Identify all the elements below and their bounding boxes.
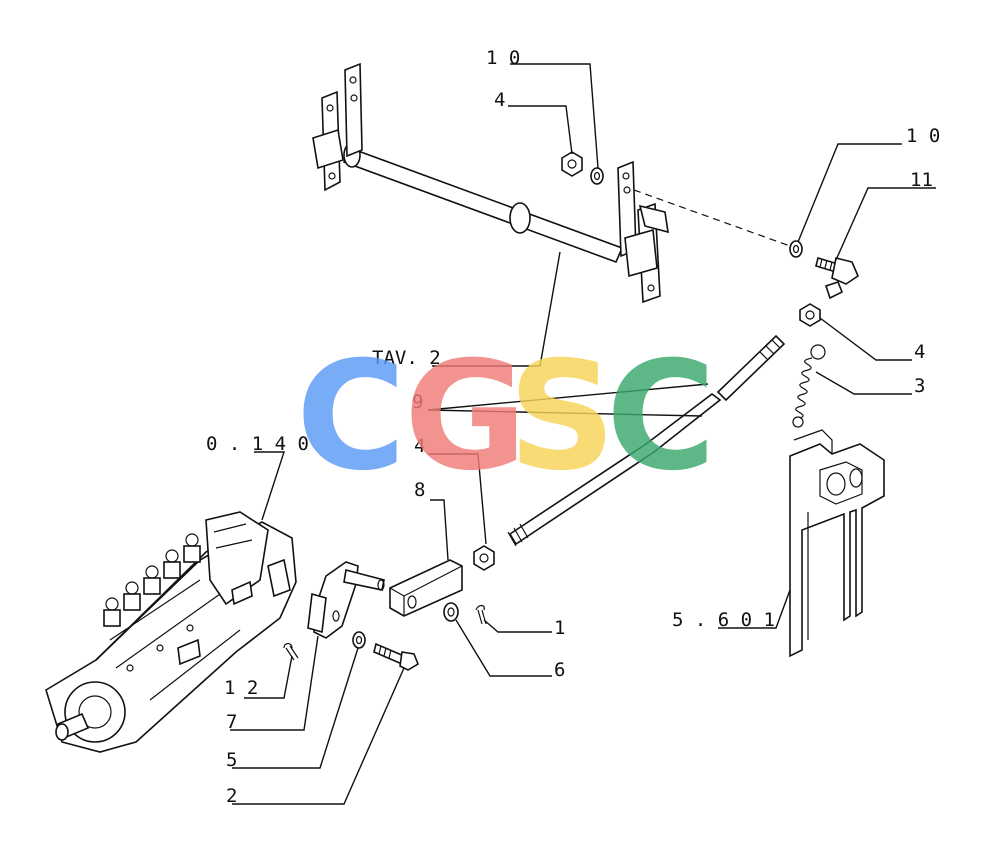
nut-top [561,151,583,177]
callout-4-top: 4 [494,89,505,111]
callout-8: 8 [414,479,425,501]
cross-shaft-assembly [312,62,791,304]
callout-6: 6 [554,659,565,681]
bolt-2 [373,642,419,671]
callout-5601: 5 . 6 0 1 [672,609,775,631]
callout-5: 5 [226,749,237,771]
leader-lines [230,63,936,805]
injection-pump [45,511,297,753]
callout-4-right: 4 [914,341,925,363]
callout-tav2: TAV. 2 [372,347,441,369]
callout-3: 3 [914,375,925,397]
callout-4-mid: 4 [414,435,425,457]
control-rod [473,334,786,571]
watermark-letter-c1: C [296,330,406,504]
callout-12: 1 2 [224,677,258,699]
cgsc-watermark: C G S C [296,330,716,504]
callout-7: 7 [226,711,237,733]
callout-1: 1 [554,617,565,639]
ball-joint [789,240,859,327]
callout-10-right: 1 0 [906,125,940,147]
pump-elements [103,533,201,627]
watermark-letter-s: S [508,330,616,504]
callout-labels: 1 0 4 1 0 11 4 3 TAV. 2 9 4 8 0 . 1 4 0 … [206,47,940,807]
callout-2: 2 [226,785,237,807]
lever-7 [307,561,385,639]
callout-9: 9 [412,391,423,413]
adjuster-block [389,559,463,617]
washer-5 [352,631,366,649]
return-spring [792,344,826,428]
callout-0140: 0 . 1 4 0 [206,433,309,455]
callout-11: 11 [910,169,933,191]
callout-10-top: 1 0 [486,47,520,69]
watermark-letter-c2: C [606,330,716,504]
washer-6 [443,602,459,622]
cotter-pin-12 [283,642,299,661]
washer-top [590,167,604,185]
watermark-letter-g: G [404,330,527,504]
mounting-bracket [789,429,885,658]
